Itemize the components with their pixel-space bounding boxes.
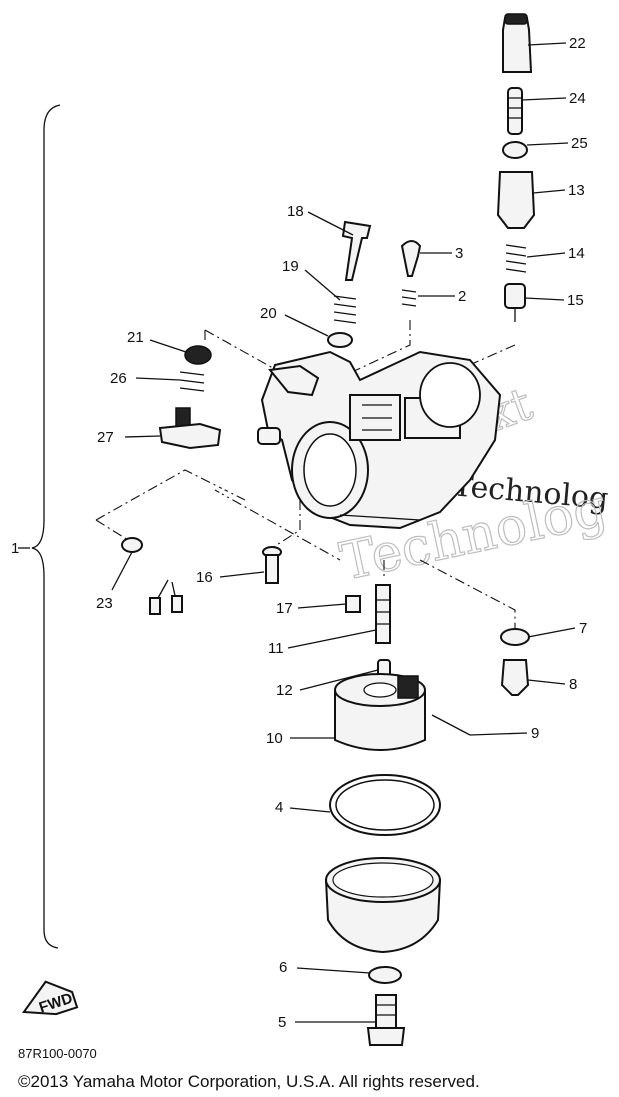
- copyright-notice: ©2013 Yamaha Motor Corporation, U.S.A. A…: [18, 1072, 480, 1091]
- part-6: [368, 966, 402, 984]
- assembly-bracket: [31, 104, 61, 949]
- part-16: [262, 546, 282, 584]
- part-18: [341, 220, 372, 281]
- part-11: [375, 584, 391, 644]
- part-24: [507, 87, 523, 135]
- part-8: [500, 659, 530, 696]
- callout-18: 18: [287, 203, 304, 220]
- part-20: [327, 332, 353, 348]
- part-5: [366, 994, 406, 1046]
- part-2: [401, 289, 417, 307]
- callout-22: 22: [569, 35, 586, 52]
- callout-2: 2: [458, 288, 466, 305]
- callout-5: 5: [278, 1014, 286, 1031]
- callout-10: 10: [266, 730, 283, 747]
- leader-lines: [18, 42, 576, 1023]
- carburetor-body: [257, 350, 502, 530]
- part-4: [329, 774, 441, 836]
- callout-4: 4: [275, 799, 283, 816]
- part-21: [184, 345, 212, 365]
- callout-27: 27: [97, 429, 114, 446]
- part-27: [149, 407, 241, 615]
- reference-code: 87R100-0070: [18, 1046, 97, 1061]
- callout-12: 12: [276, 682, 293, 699]
- callout-11: 11: [268, 640, 284, 657]
- part-9: [431, 714, 471, 736]
- callout-19: 19: [282, 258, 299, 275]
- callout-14: 14: [568, 245, 585, 262]
- part-3: [400, 240, 422, 277]
- callout-17: 17: [276, 600, 293, 617]
- callout-6: 6: [279, 959, 287, 976]
- part-13: [496, 171, 536, 229]
- callout-15: 15: [567, 292, 584, 309]
- part-15: [504, 283, 526, 309]
- part-19: [333, 295, 357, 324]
- callout-25: 25: [571, 135, 588, 152]
- callout-9: 9: [531, 725, 539, 742]
- part-17: [345, 595, 361, 613]
- callout-26: 26: [110, 370, 127, 387]
- callout-8: 8: [569, 676, 577, 693]
- callout-23: 23: [96, 595, 113, 612]
- callout-20: 20: [260, 305, 277, 322]
- callout-1: 1: [11, 540, 19, 557]
- part-7: [500, 628, 530, 646]
- callout-7: 7: [579, 620, 587, 637]
- part-10: [334, 673, 426, 751]
- float-bowl: [324, 857, 442, 954]
- fwd-arrow-icon: FWD: [22, 980, 79, 1017]
- part-23: [121, 537, 143, 553]
- callout-13: 13: [568, 182, 585, 199]
- part-25: [502, 141, 528, 159]
- callout-16: 16: [196, 569, 213, 586]
- callout-3: 3: [455, 245, 463, 262]
- callout-24: 24: [569, 90, 586, 107]
- part-22: [502, 17, 533, 73]
- part-26: [179, 371, 205, 392]
- part-14: [505, 244, 527, 273]
- callout-21: 21: [127, 329, 144, 346]
- callouts: 1 2 3 4 5 6 7 8 9 10 11 12 13 14 15 16 1…: [11, 35, 588, 1031]
